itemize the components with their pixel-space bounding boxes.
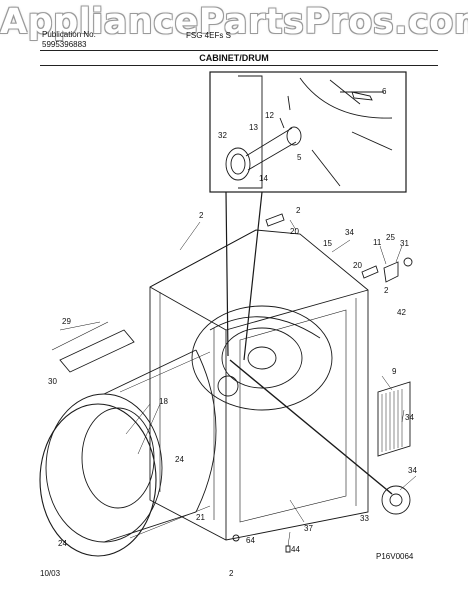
callout-13: 13 — [249, 123, 258, 132]
callout-20: 20 — [353, 261, 362, 270]
watermark: AppliancePartsPros.com — [0, 2, 468, 42]
publication-number: 5995396883 — [42, 40, 87, 49]
callout-42: 42 — [397, 308, 406, 317]
figure-code: P16V0064 — [376, 552, 414, 561]
callout-24: 24 — [175, 455, 184, 464]
callout-24: 24 — [58, 539, 67, 548]
header-rule-top — [40, 50, 438, 51]
callout-9: 9 — [392, 367, 397, 376]
section-title: CABINET/DRUM — [199, 53, 269, 63]
motor-switch-part — [381, 485, 411, 515]
callout-2: 2 — [384, 286, 389, 295]
callout-2: 2 — [296, 206, 301, 215]
page-number: 2 — [229, 569, 234, 578]
callout-11: 11 — [373, 238, 382, 247]
callout-32: 32 — [218, 131, 227, 140]
callout-18: 18 — [159, 397, 168, 406]
callout-31: 31 — [400, 239, 409, 248]
drum-rear-area — [191, 305, 333, 411]
callout-44: 44 — [291, 545, 300, 554]
revision-date: 10/03 — [40, 569, 61, 578]
callout-6: 6 — [382, 87, 387, 96]
heater-box — [377, 381, 411, 457]
callout-14: 14 — [259, 174, 268, 183]
callout-15: 15 — [323, 239, 332, 248]
callout-30: 30 — [48, 377, 57, 386]
callout-34: 34 — [408, 466, 417, 475]
callout-29: 29 — [62, 317, 71, 326]
callout-labels: 2 2 2 5 6 9 11 12 13 14 15 18 20 20 21 2… — [48, 87, 417, 554]
drum — [39, 349, 217, 557]
callout-21: 21 — [196, 513, 205, 522]
callout-25: 25 — [386, 233, 395, 242]
callout-37: 37 — [304, 524, 313, 533]
model-number: FSG 4EFs S — [186, 31, 231, 40]
callout-34: 34 — [345, 228, 354, 237]
callout-2: 2 — [199, 211, 204, 220]
header-rule-bottom — [40, 65, 438, 66]
callout-12: 12 — [265, 111, 274, 120]
callout-33: 33 — [360, 514, 369, 523]
callout-64: 64 — [246, 536, 255, 545]
drum-baffle — [59, 329, 135, 373]
publication-label: Publication No. — [42, 30, 96, 39]
inset-detail — [209, 71, 407, 193]
callout-5: 5 — [297, 153, 302, 162]
callout-20: 20 — [290, 227, 299, 236]
callout-34: 34 — [405, 413, 414, 422]
cabinet-frame — [149, 229, 369, 541]
